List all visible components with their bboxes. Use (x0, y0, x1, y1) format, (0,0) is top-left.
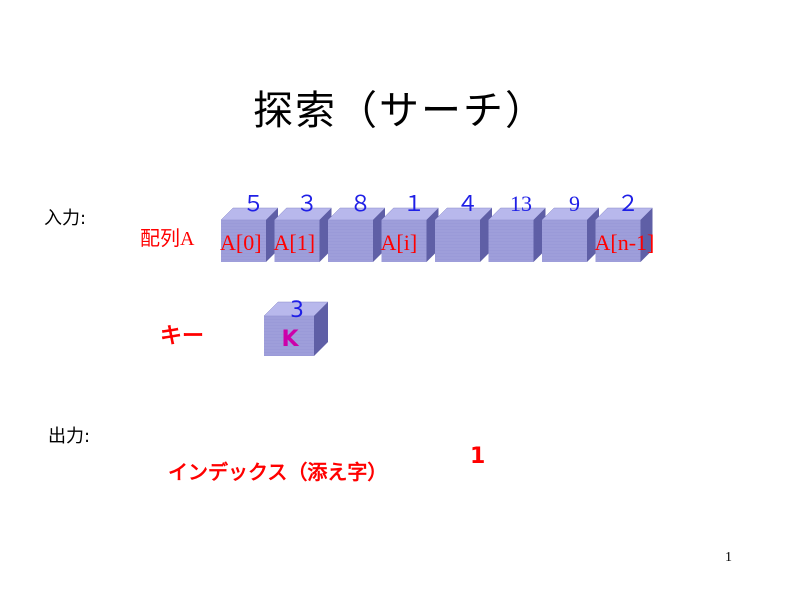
output-label: 出力: (48, 426, 91, 447)
array-box-7 (594, 207, 654, 262)
array-index-7: A[n-1] (595, 230, 655, 255)
array-value-7: ２ (617, 192, 639, 217)
array-box-6 (541, 207, 600, 262)
cube-front (435, 220, 480, 262)
cube-side (314, 302, 328, 356)
array-boxes: ５A[0] ３A[1] ８ １A[i] ４ 13 9 ２A[n-1] (220, 191, 654, 262)
array-value-5: 13 (510, 191, 532, 216)
page-number: 1 (725, 550, 732, 565)
array-box-5 (487, 207, 547, 262)
cube-front (542, 220, 587, 262)
cube-side (640, 208, 653, 262)
array-value-3: １ (403, 192, 425, 217)
cube-front (488, 220, 534, 262)
array-value-6: 9 (569, 191, 580, 216)
key-symbol: K (281, 327, 299, 352)
array-index-1: A[1] (274, 230, 316, 255)
array-index-3: A[i] (381, 230, 418, 255)
key-value: 3 (290, 298, 304, 323)
cube-front (328, 220, 373, 262)
key-box: 3K (263, 298, 329, 356)
input-label: 入力: (44, 208, 87, 229)
array-value-1: ３ (296, 192, 318, 217)
key-label: キー (160, 324, 205, 349)
array-value-4: ４ (456, 192, 478, 217)
output-description: インデックス（添え字） (168, 460, 388, 484)
slide-title: 探索（サーチ） (253, 88, 547, 134)
array-label: 配列A (140, 222, 194, 251)
key-cube (263, 301, 329, 356)
array-index-0: A[0] (220, 230, 262, 255)
array-value-2: ８ (349, 192, 371, 217)
array-label-suffix: A (180, 228, 195, 250)
array-value-0: ５ (242, 192, 264, 217)
array-label-text: 配列 (140, 226, 180, 250)
output-value: 1 (470, 444, 486, 469)
